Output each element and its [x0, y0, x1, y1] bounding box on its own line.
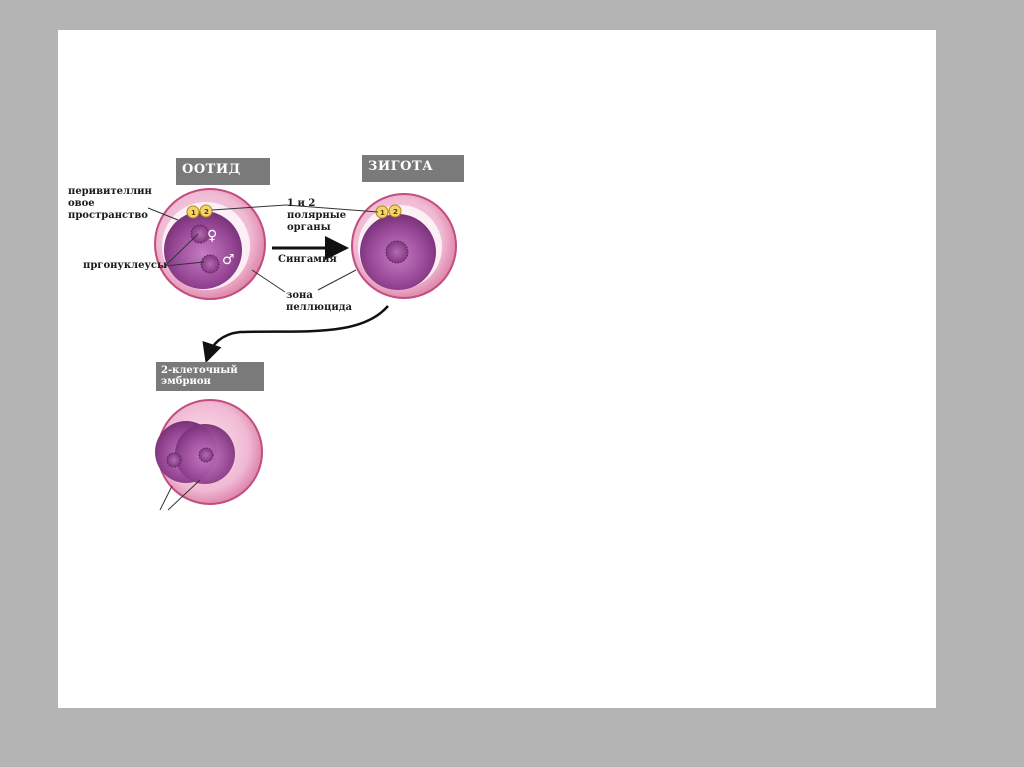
blastomere-nucleus-2: [198, 447, 214, 463]
perivitelline-label: перивителлин овое пространство: [68, 186, 152, 221]
pronuclei-label: пргонуклеусы: [83, 260, 167, 271]
zygote-nucleus: [385, 240, 409, 264]
leader-lines: [147, 204, 379, 293]
embryo-title: 2-клеточный эмбрион: [156, 362, 264, 391]
polar-bodies-label: 1 и 2 полярные органы: [287, 198, 347, 233]
male-pronucleus: [200, 254, 220, 274]
ootid-cell: ♀ ♂ 1 2: [154, 188, 266, 300]
ootid-title: ООТИД: [176, 158, 270, 185]
blastomere-nucleus-1: [166, 452, 182, 468]
cleavage-arrow: [202, 305, 389, 364]
polar-body-1: [186, 205, 200, 219]
female-pronucleus: [190, 224, 210, 244]
embryo-cell: [155, 399, 263, 511]
zygote-cell: 1 2: [351, 193, 457, 299]
svg-text:1: 1: [191, 209, 196, 217]
polar-body-2: [199, 204, 213, 218]
svg-text:2: 2: [393, 208, 398, 216]
svg-text:2: 2: [204, 208, 209, 216]
female-symbol-icon: ♀: [207, 228, 217, 244]
svg-text:1: 1: [380, 209, 385, 217]
zygote-polar-body-2: [388, 204, 402, 218]
male-symbol-icon: ♂: [222, 252, 235, 268]
syngamy-label: Сингамия: [278, 254, 337, 265]
zygote-title: ЗИГОТА: [362, 155, 464, 182]
zona-label: зона пеллюцида: [286, 290, 352, 313]
